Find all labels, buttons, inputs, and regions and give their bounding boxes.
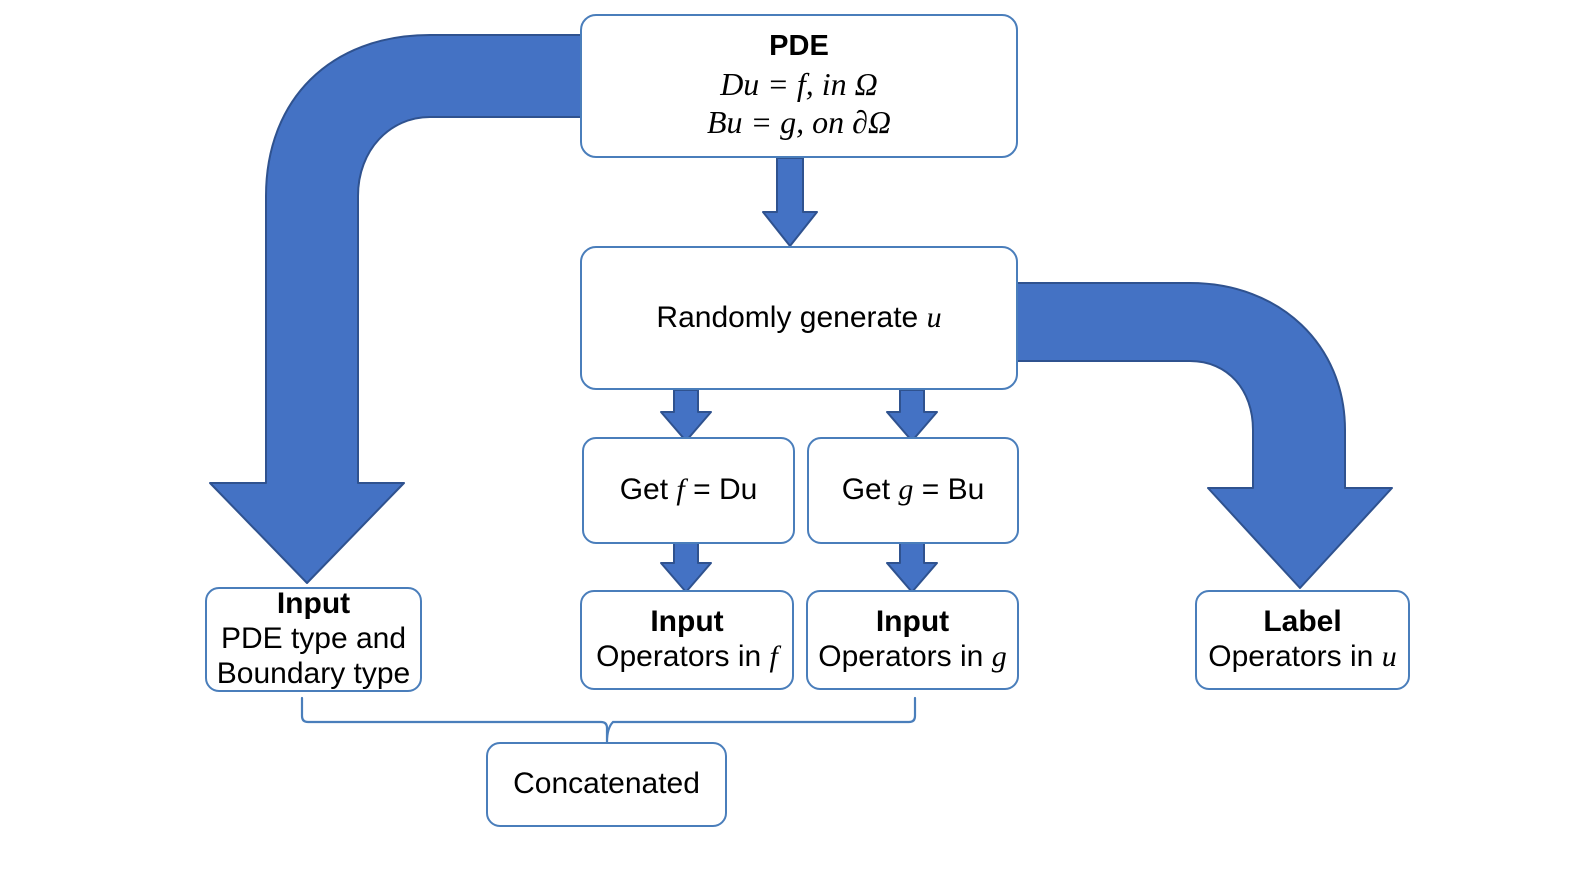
node-label-operators-in-u-title: Label [1263,605,1342,639]
arrow-pde-to-random [762,157,818,247]
node-get-f[interactable]: Get f = Du [582,437,795,544]
node-input-pde-type-line-2: Boundary type [216,656,411,690]
node-randomly-generate-u[interactable]: Randomly generate u [580,246,1018,390]
node-input-pde-type[interactable]: Input PDE type and Boundary type [205,587,422,692]
arrow-random-to-label-u [1011,282,1393,589]
connector-concat-bracket [300,696,917,743]
arrow-get-f-to-input-f [660,542,712,593]
node-label-operators-in-u[interactable]: Label Operators in u [1195,590,1410,690]
node-pde-equation-2: Bu = g, on ∂Ω [706,103,892,140]
arrow-random-to-get-f [660,389,712,442]
node-get-f-text: Get f = Du [619,473,758,507]
arrow-random-to-get-g [886,389,938,442]
node-input-operators-in-g[interactable]: Input Operators in g [806,590,1019,690]
node-get-g[interactable]: Get g = Bu [807,437,1019,544]
node-input-pde-type-title: Input [276,587,351,621]
node-label-operators-in-u-line-1: Operators in u [1208,640,1397,673]
node-input-operators-in-f[interactable]: Input Operators in f [580,590,794,690]
node-pde-title: PDE [769,30,829,63]
node-concatenated-text: Concatenated [513,767,700,801]
node-input-operators-in-g-title: Input [875,605,950,639]
arrow-pde-to-input-pde [209,34,591,584]
node-pde[interactable]: PDE Du = f, in Ω Bu = g, on ∂Ω [580,14,1018,158]
node-randomly-generate-u-text: Randomly generate u [656,300,942,334]
node-input-operators-in-f-line-1: Operators in f [596,640,778,673]
node-get-g-text: Get g = Bu [841,473,985,507]
node-concatenated[interactable]: Concatenated [486,742,727,827]
node-input-pde-type-line-1: PDE type and [220,622,407,656]
node-input-operators-in-g-line-1: Operators in g [818,640,1007,673]
arrow-get-g-to-input-g [886,542,938,593]
node-pde-equation-1: Du = f, in Ω [720,66,878,103]
node-input-operators-in-f-title: Input [650,605,724,639]
